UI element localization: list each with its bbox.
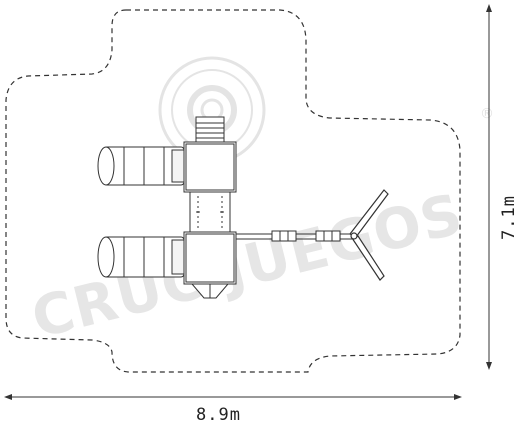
lower-tube-slide-icon: [97, 236, 185, 278]
watermark-brand-text: CRUCIJUEGOS: [26, 182, 470, 352]
safety-zone-outline: [5, 9, 461, 373]
width-dimension-label: 8.9m: [196, 405, 241, 425]
bridge-icon: [236, 230, 352, 242]
height-dimension: 7.1m: [486, 4, 519, 370]
playground-equipment: [97, 116, 389, 299]
upper-tower-platform-icon: [183, 141, 237, 193]
climbing-net-icon: [189, 191, 231, 233]
roof-cone-icon: [190, 283, 230, 299]
y-climber-icon: [349, 189, 389, 281]
lower-tower-platform-icon: [183, 231, 237, 285]
watermark: CRUCIJUEGOS ®: [26, 56, 494, 352]
upper-tube-slide-icon: [97, 146, 185, 186]
ladder-icon: [195, 116, 225, 144]
width-arrow-left-icon: [4, 394, 12, 400]
width-arrow-right-icon: [454, 394, 462, 400]
width-dimension: 8.9m: [4, 394, 462, 425]
watermark-registered-mark: ®: [480, 106, 494, 122]
height-arrow-bottom-icon: [486, 362, 492, 370]
height-arrow-top-icon: [486, 4, 492, 12]
height-dimension-label: 7.1m: [499, 195, 519, 240]
